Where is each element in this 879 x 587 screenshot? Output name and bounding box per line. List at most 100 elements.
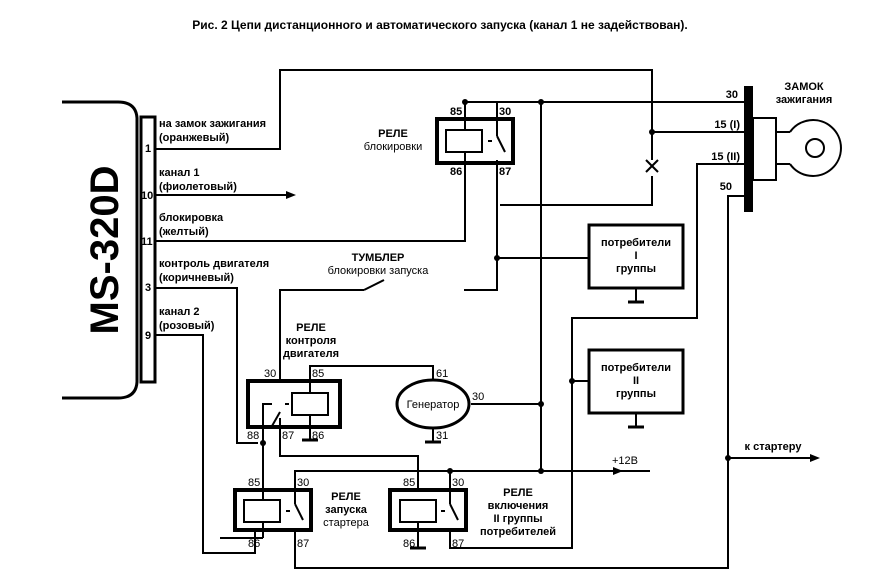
- relay-pin: 85: [450, 106, 462, 118]
- arrow-icon: [810, 454, 820, 462]
- wire-pin1-return: [500, 176, 653, 206]
- wire-plus12: [294, 470, 650, 490]
- generator-pin: 30: [472, 391, 484, 403]
- relay-pin: 30: [297, 477, 309, 489]
- relay-lead: [262, 403, 272, 443]
- relay-pin: 88: [247, 430, 259, 442]
- relay-pin: 30: [499, 106, 511, 118]
- arrow-icon: [286, 191, 296, 199]
- relay-pin: 87: [499, 166, 511, 178]
- relay-coil-icon: [243, 499, 281, 523]
- relay-subtitle: II группы: [493, 513, 542, 525]
- figure-title: Рис. 2 Цепи дистанционного и автоматичес…: [192, 18, 687, 32]
- consumers-group-1: потребители I группы: [587, 223, 685, 304]
- generator-label: Генератор: [407, 399, 460, 411]
- ignition-lock: ЗАМОК зажигания 30 15 (I) 15 (II) 50: [711, 81, 842, 212]
- relay-contact-icon: [294, 503, 304, 521]
- consumers-label: потребители: [601, 237, 671, 249]
- ignition-terminal-bar: [744, 86, 753, 212]
- relay-coil-icon: [399, 499, 437, 523]
- junction-dot: [649, 129, 655, 135]
- wire-color: (желтый): [159, 226, 209, 238]
- junction-dot: [538, 468, 544, 474]
- wire-label: блокировка: [159, 212, 224, 224]
- relay-pin: 86: [248, 538, 260, 550]
- wire-label: канал 2: [159, 306, 200, 318]
- relay-pin: 87: [452, 538, 464, 550]
- wire-label: на замок зажигания: [159, 118, 266, 130]
- wire-color: (фиолетовый): [159, 181, 237, 193]
- toggle-switch-blade: [363, 279, 385, 291]
- wire-pin9: [155, 334, 256, 554]
- toggle-title: ТУМБЛЕР: [352, 252, 405, 264]
- plus12-label: +12В: [612, 455, 638, 467]
- alarm-unit: MS-320D 1 10 11 3 9 на замок зажигания (…: [62, 100, 269, 400]
- wire-block-87: [464, 178, 498, 291]
- unit-name: MS-320D: [83, 166, 127, 335]
- generator-pin: 31: [436, 430, 448, 442]
- relay-subtitle: контроля: [286, 335, 337, 347]
- generator: Генератор 61 30 31: [395, 368, 484, 444]
- relay-coil-icon: [291, 392, 329, 416]
- consumers-label: группы: [616, 263, 656, 275]
- to-starter-label: к стартеру: [745, 441, 803, 453]
- junction-dot: [538, 401, 544, 407]
- relay-coil-icon: [445, 129, 483, 153]
- wire-pin11: [155, 178, 466, 242]
- relay-subtitle: блокировки: [364, 141, 422, 153]
- wire-group2-87: [449, 530, 572, 549]
- relay-contact-icon: [271, 411, 281, 427]
- junction-dot: [494, 255, 500, 261]
- relay-pin: 86: [312, 430, 324, 442]
- consumers-label: группы: [616, 388, 656, 400]
- engine-control-relay: РЕЛЕ контроля двигателя 30 85 88 87 86: [246, 322, 342, 456]
- relay-pin: 85: [312, 368, 324, 380]
- relay-subtitle: запуска: [325, 504, 368, 516]
- pin-number: 1: [145, 143, 151, 155]
- relay-subtitle: включения: [488, 500, 549, 512]
- relay-pin: 85: [403, 477, 415, 489]
- relay-pin: 86: [403, 538, 415, 550]
- ignition-title: ЗАМОК: [784, 81, 824, 93]
- wire-pin3: [155, 287, 258, 444]
- relay-pin: 30: [452, 477, 464, 489]
- toggle-subtitle: блокировки запуска: [328, 265, 430, 277]
- pin-number: 10: [141, 190, 153, 202]
- break-mark: [645, 159, 659, 173]
- wire-label: контроль двигателя: [159, 258, 269, 270]
- ignition-cylinder: [752, 117, 777, 181]
- relay-subtitle: стартера: [323, 517, 370, 529]
- relay-contact-icon: [449, 503, 459, 521]
- ignition-pin: 15 (I): [714, 119, 740, 131]
- key-hole-icon: [805, 138, 825, 158]
- relay-pin: 30: [264, 368, 276, 380]
- wire-ign-50: [294, 195, 748, 569]
- blocking-relay: РЕЛЕ блокировки 85 30 86 87: [364, 102, 515, 178]
- relay-subtitle: потребителей: [480, 526, 556, 538]
- relay-pin: 87: [282, 430, 294, 442]
- relay-title: РЕЛЕ: [378, 128, 408, 140]
- ignition-pin: 50: [720, 181, 732, 193]
- unit-connector: [139, 115, 157, 384]
- consumers-box: [587, 348, 685, 415]
- wire-color: (коричневый): [159, 272, 234, 284]
- pin-number: 11: [141, 236, 153, 248]
- junction-dot: [725, 455, 731, 461]
- relay-subtitle: двигателя: [283, 348, 339, 360]
- consumers-label: I: [634, 250, 637, 262]
- wire-toggle: [279, 289, 364, 412]
- relay-title: РЕЛЕ: [296, 322, 326, 334]
- wire-color: (розовый): [159, 320, 215, 332]
- consumers-group-2: потребители II группы: [587, 348, 685, 429]
- consumers-label: II: [633, 375, 639, 387]
- wire-label: канал 1: [159, 167, 200, 179]
- relay-pin: 85: [248, 477, 260, 489]
- relay-pin: 87: [297, 538, 309, 550]
- ignition-pin: 30: [726, 89, 738, 101]
- arrow-icon: [613, 467, 623, 475]
- relay-pin: 86: [450, 166, 462, 178]
- relay-contact-icon: [496, 135, 506, 153]
- key-head-icon: [789, 119, 842, 177]
- generator-pin: 61: [436, 368, 448, 380]
